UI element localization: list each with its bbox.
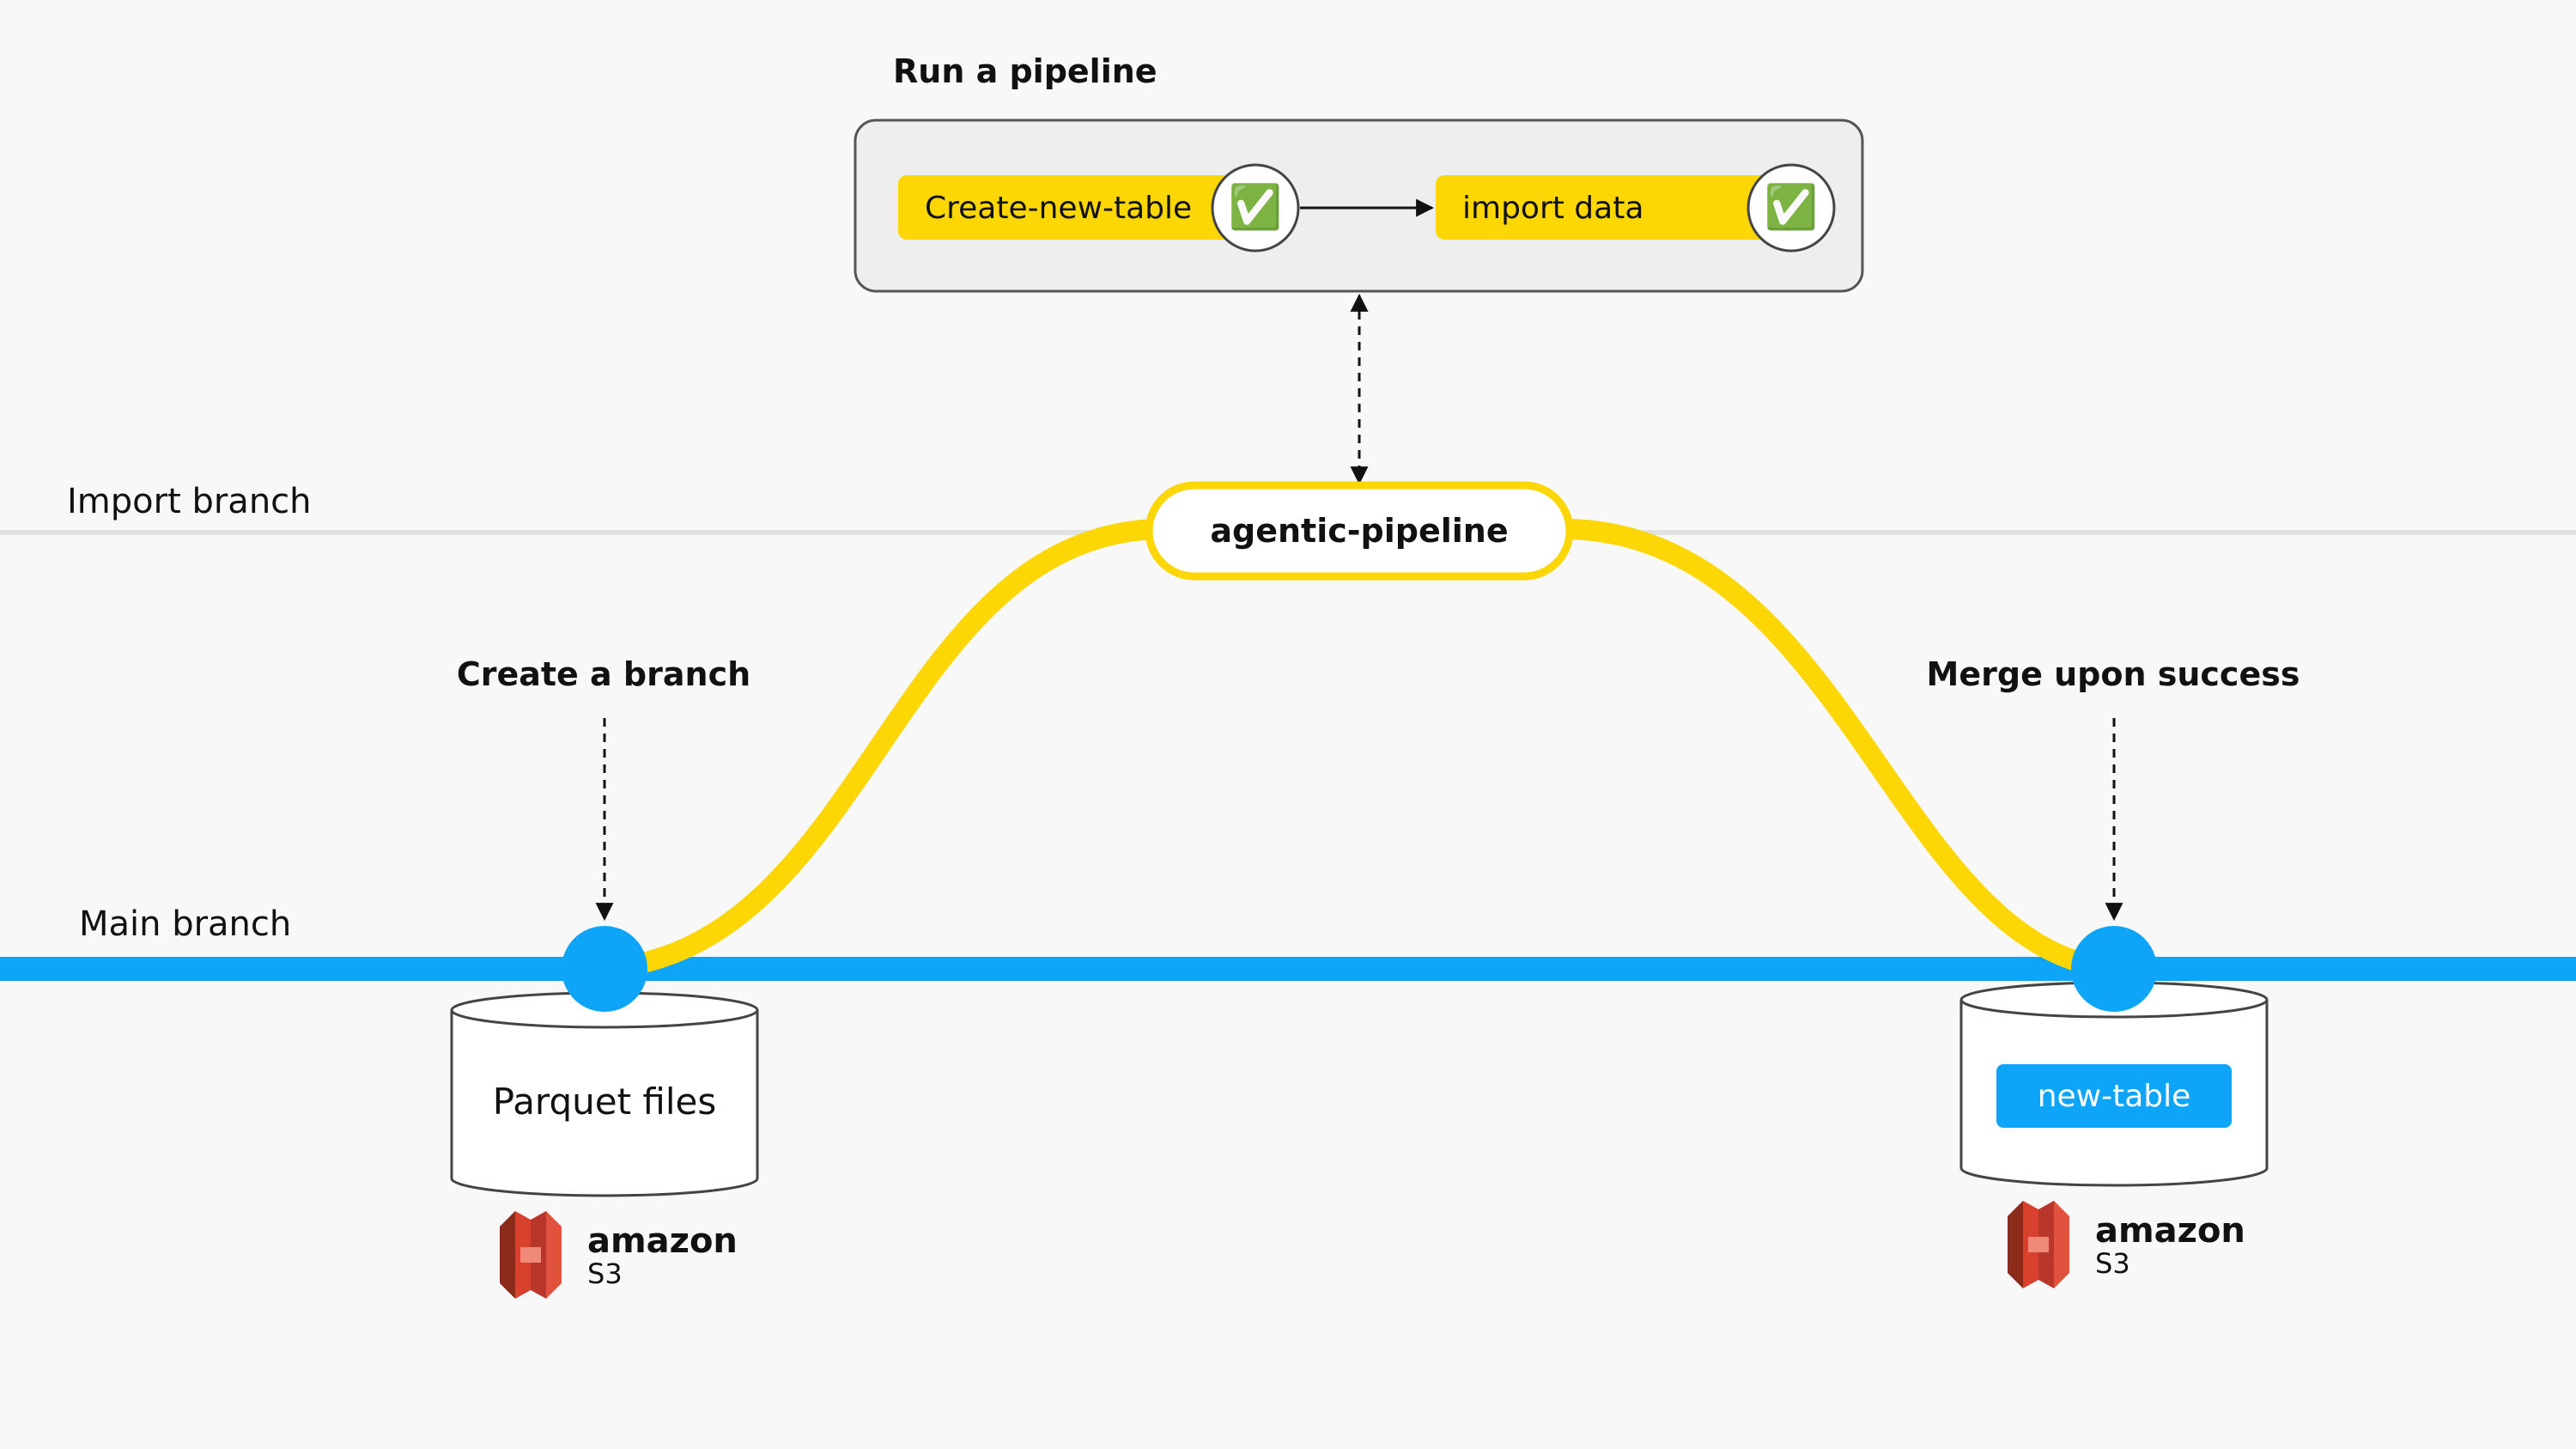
brand-sub: S3 — [587, 1257, 623, 1290]
merge-commit[interactable] — [2071, 926, 2157, 1012]
create-branch-label: Create a branch — [457, 655, 750, 693]
new-table-label: new-table — [2038, 1079, 2191, 1114]
brand-name: amazon — [587, 1221, 738, 1261]
brand-sub: S3 — [2095, 1247, 2130, 1280]
import-branch-curve-up — [594, 519, 1166, 979]
parquet-files-storage: Parquet files — [450, 991, 759, 1197]
pipeline-step-label: Create-new-table — [925, 191, 1192, 226]
pipeline-step-chip — [1436, 175, 1779, 240]
agentic-pipeline-pill — [1145, 481, 1574, 581]
brand-name: amazon — [2095, 1211, 2245, 1251]
import-branch-label: Import branch — [67, 482, 312, 521]
agentic-pipeline-node[interactable]: agentic-pipeline — [1145, 481, 1574, 581]
agentic-pipeline-label: agentic-pipeline — [1210, 512, 1508, 550]
new-table-storage: new-table — [1959, 981, 2269, 1187]
import-branch-curve-down — [1561, 519, 2124, 979]
merge-label: Merge upon success — [1927, 655, 2300, 693]
storage-cylinder-body — [450, 1010, 759, 1197]
amazon-s3-logo-left: amazon S3 — [500, 1211, 738, 1299]
pipeline-title: Run a pipeline — [893, 52, 1157, 90]
amazon-s3-logo-right: amazon S3 — [2008, 1201, 2245, 1288]
main-branch-label: Main branch — [79, 904, 291, 944]
check-icon — [1211, 163, 1300, 253]
storage-label: Parquet files — [493, 1081, 717, 1123]
check-mark: ✅ — [1765, 182, 1818, 232]
new-table-chip[interactable] — [1996, 1064, 2232, 1128]
pipeline-step-import-data[interactable]: import data ✅ — [1436, 163, 1836, 253]
pipeline-step-label: import data — [1462, 191, 1643, 226]
pipeline-panel — [854, 119, 1864, 293]
branch-create-commit[interactable] — [562, 926, 647, 1012]
check-mark: ✅ — [1229, 182, 1282, 232]
pipeline-step-chip — [898, 175, 1242, 240]
pipeline-step-create-new-table[interactable]: Create-new-table ✅ — [898, 163, 1300, 253]
check-icon — [1747, 163, 1836, 253]
